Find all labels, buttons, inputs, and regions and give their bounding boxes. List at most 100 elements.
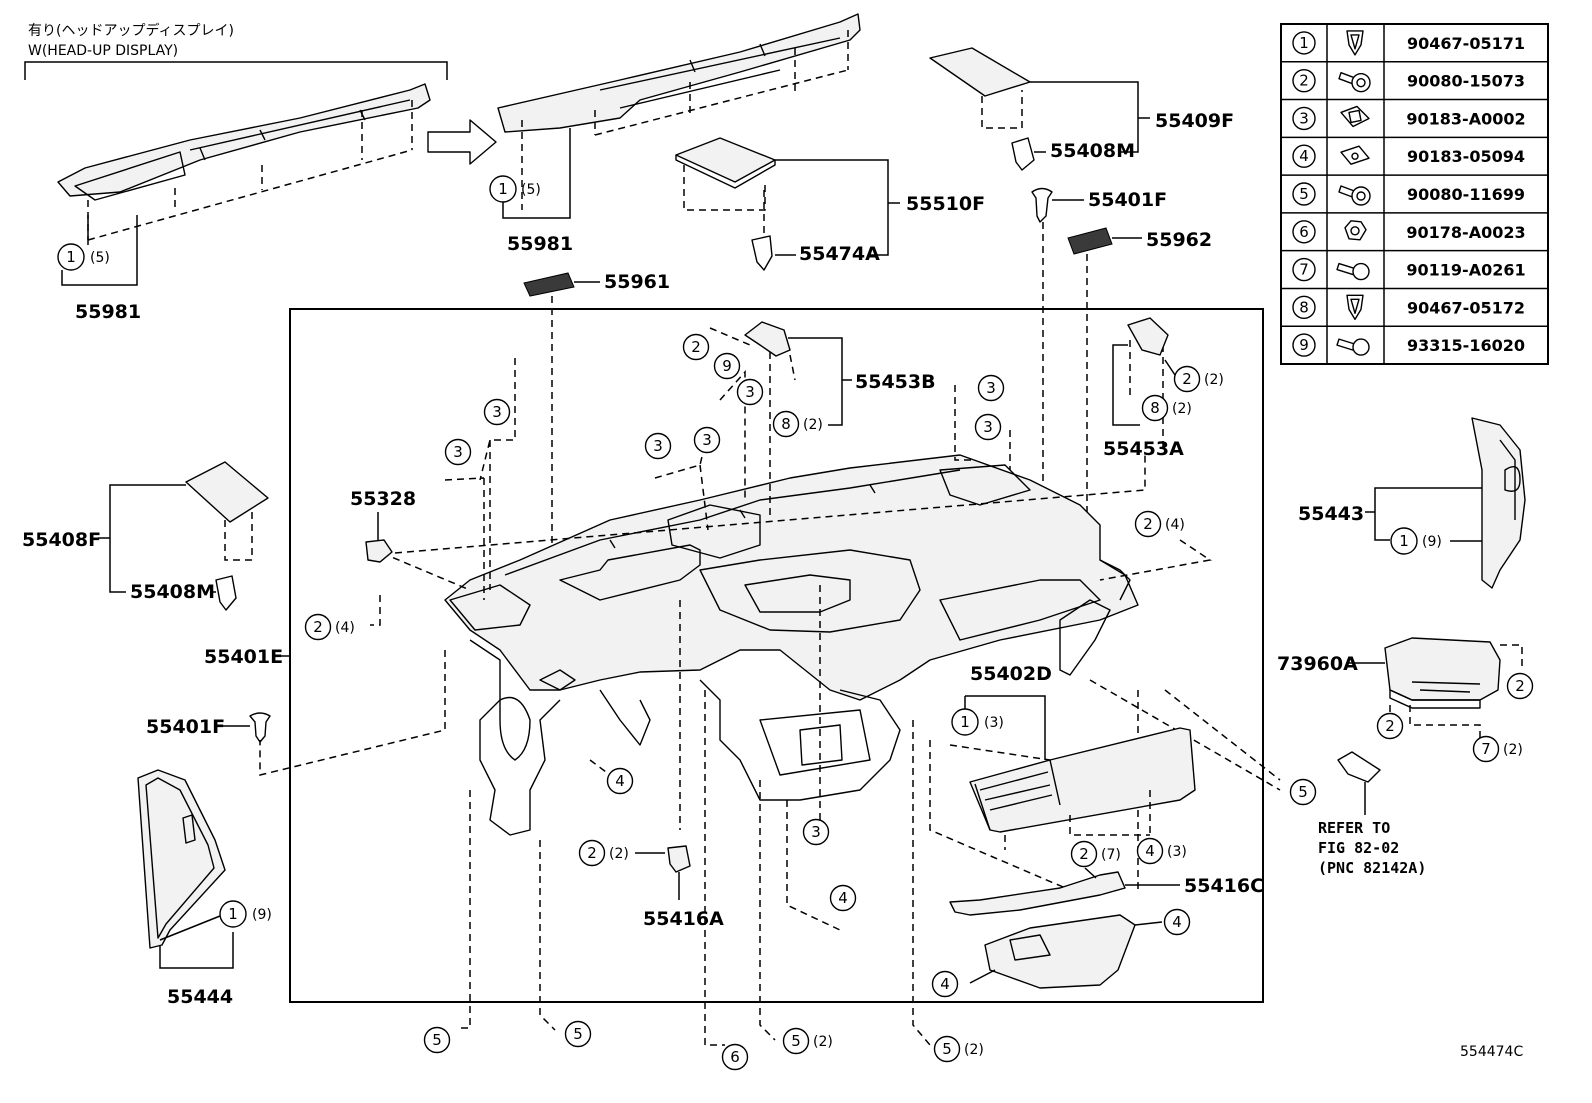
callout-quantity: (2)	[609, 846, 629, 862]
svg-text:(9): (9)	[1422, 534, 1442, 550]
callout-layer: 29333338(2)332(2)8(2)2(4)2(4)432(2)42(7)…	[304, 333, 1534, 1071]
fastener-row: 2 90080-15073	[1281, 61, 1548, 93]
svg-text:1: 1	[960, 713, 970, 731]
callout-3: 3	[802, 818, 830, 846]
part-55416A[interactable]: 55416A	[643, 908, 724, 930]
svg-text:5: 5	[1298, 783, 1308, 801]
row-number: 6	[1299, 223, 1309, 241]
reference-clip-icon	[1337, 751, 1381, 783]
part-73960A[interactable]: 73960A	[1277, 653, 1358, 675]
callout-3: 3	[644, 432, 672, 460]
svg-text:8: 8	[1150, 399, 1160, 417]
svg-text:(9): (9)	[252, 907, 272, 923]
part-55510F[interactable]: 55510F	[906, 193, 985, 215]
fastener-part-number[interactable]: 90183-A0002	[1406, 109, 1525, 128]
fastener-part-number[interactable]: 90119-A0261	[1406, 261, 1525, 280]
upper-panel-hud	[57, 83, 431, 201]
svg-text:3: 3	[702, 431, 712, 449]
row-number: 9	[1299, 336, 1309, 354]
svg-text:(3): (3)	[984, 715, 1004, 731]
part-55961[interactable]: 55961	[604, 271, 670, 293]
svg-text:3: 3	[983, 418, 993, 436]
callout-quantity: (2)	[1503, 742, 1523, 758]
row-number: 8	[1299, 298, 1309, 316]
callout-2: 2	[1506, 672, 1534, 700]
callout-quantity: (2)	[813, 1034, 833, 1050]
svg-text:1: 1	[66, 248, 76, 266]
part-55962[interactable]: 55962	[1146, 229, 1212, 251]
row-number: 2	[1299, 72, 1309, 90]
callout-8: 8(2)	[1141, 394, 1192, 422]
callout-3: 3	[693, 426, 721, 454]
u-nut-icon	[1340, 145, 1370, 165]
part-55453A[interactable]: 55453A	[1103, 438, 1184, 460]
svg-text:2: 2	[1143, 515, 1153, 533]
callout-3: 3	[444, 438, 472, 466]
part-55981-hud[interactable]: 55981	[75, 301, 141, 323]
svg-text:2: 2	[1385, 717, 1395, 735]
svg-text:3: 3	[745, 383, 755, 401]
row-number-circle	[1292, 182, 1316, 206]
part-55328[interactable]: 55328	[350, 488, 416, 510]
glove-box-55402d	[969, 727, 1196, 833]
clip-icon	[1346, 294, 1364, 321]
part-55409F[interactable]: 55409F	[1155, 110, 1234, 132]
clip-icon	[1346, 30, 1364, 56]
callout-2: 2	[682, 333, 710, 361]
callout-8: 8(2)	[772, 410, 823, 438]
part-55401F-top[interactable]: 55401F	[1088, 189, 1167, 211]
fastener-part-number[interactable]: 90178-A0023	[1406, 223, 1525, 242]
svg-text:2: 2	[691, 338, 701, 356]
svg-text:3: 3	[986, 379, 996, 397]
svg-text:3: 3	[453, 443, 463, 461]
svg-text:6: 6	[730, 1048, 740, 1066]
fastener-part-number[interactable]: 90080-11699	[1407, 185, 1525, 204]
airbag-73960a	[1384, 637, 1501, 709]
svg-text:2: 2	[1182, 370, 1192, 388]
nut-icon	[1344, 220, 1367, 241]
part-55408M-top[interactable]: 55408M	[1050, 140, 1135, 162]
fastener-row: 9 93315-16020	[1281, 325, 1548, 357]
svg-text:5: 5	[791, 1032, 801, 1050]
svg-text:3: 3	[653, 437, 663, 455]
part-55402D[interactable]: 55402D	[970, 663, 1052, 685]
callout-4: 4	[829, 884, 857, 912]
part-55401F-left[interactable]: 55401F	[146, 716, 225, 738]
fastener-part-number[interactable]: 90467-05172	[1407, 298, 1525, 317]
callout-1-55402d: 1 (3)	[951, 708, 1004, 736]
part-55416C[interactable]: 55416C	[1184, 875, 1264, 897]
bracket-55416a-icon	[667, 845, 691, 873]
cover-55408f	[185, 461, 269, 523]
callout-1-55444: 1 (9)	[219, 900, 272, 928]
part-55408F[interactable]: 55408F	[22, 529, 101, 551]
part-55444[interactable]: 55444	[167, 986, 233, 1008]
bracket-55416c	[949, 871, 1126, 916]
lower-tray	[984, 914, 1136, 989]
fastener-part-number[interactable]: 90080-15073	[1407, 72, 1525, 91]
svg-text:4: 4	[838, 889, 848, 907]
part-55408M-left[interactable]: 55408M	[130, 581, 215, 603]
callout-2: 2(2)	[1173, 365, 1224, 393]
part-55474A[interactable]: 55474A	[799, 243, 880, 265]
fastener-part-number[interactable]: 90467-05171	[1407, 34, 1525, 53]
hud-panel-dash	[87, 100, 413, 240]
arrow-icon	[427, 119, 497, 165]
part-55443[interactable]: 55443	[1298, 503, 1364, 525]
row-number-circle	[1292, 68, 1316, 93]
side-panel-55444	[137, 769, 226, 949]
svg-text:3: 3	[492, 403, 502, 421]
svg-text:5: 5	[432, 1031, 442, 1049]
callout-quantity: (7)	[1101, 847, 1121, 863]
part-55981[interactable]: 55981	[507, 233, 573, 255]
fastener-part-number[interactable]: 93315-16020	[1407, 336, 1525, 355]
svg-text:2: 2	[1515, 677, 1525, 695]
callout-2: 2(4)	[304, 613, 355, 641]
screw-icon	[1336, 262, 1370, 281]
cover-55409f	[929, 47, 1031, 97]
upper-panel	[497, 13, 861, 133]
part-55453B[interactable]: 55453B	[855, 371, 936, 393]
fastener-part-number[interactable]: 90183-05094	[1407, 147, 1525, 166]
part-55401E[interactable]: 55401E	[204, 646, 283, 668]
